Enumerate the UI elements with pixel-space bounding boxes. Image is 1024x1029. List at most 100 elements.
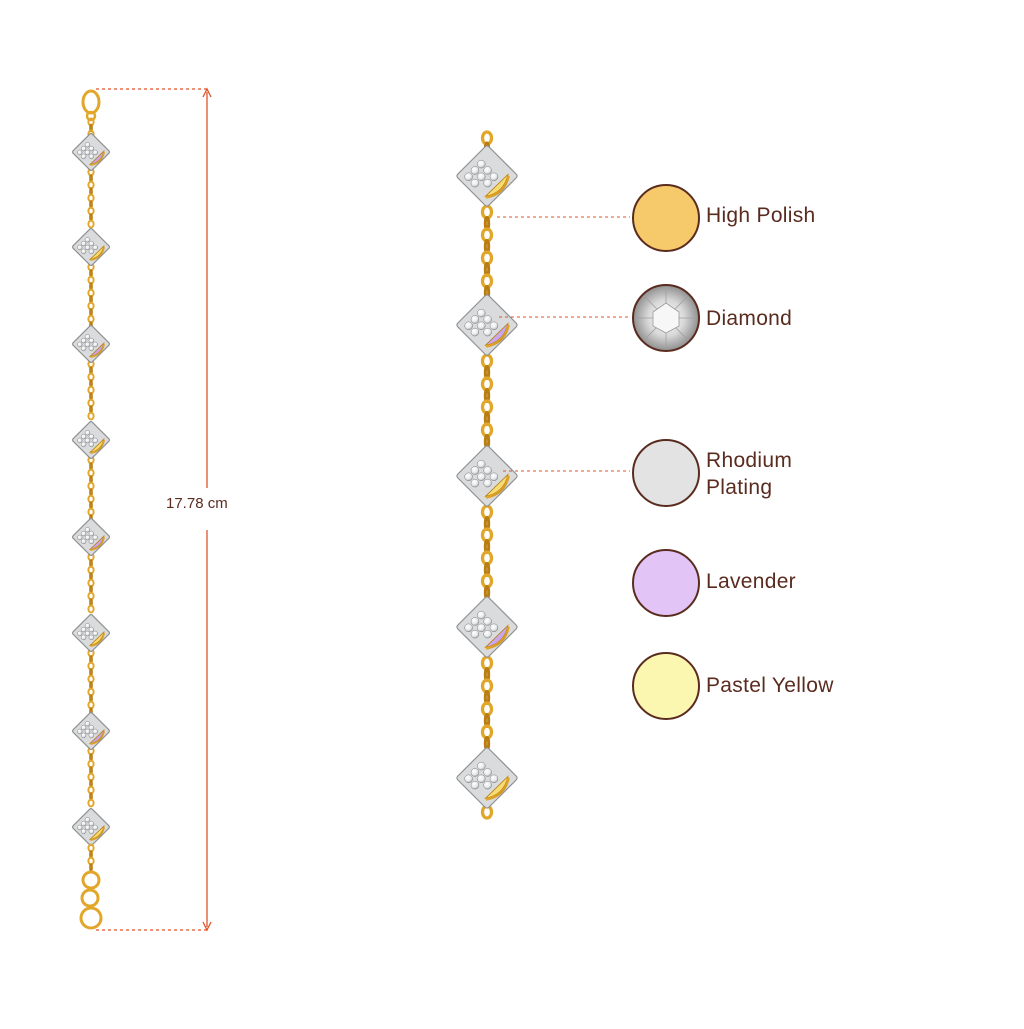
diamond-stone [470, 178, 480, 188]
diamond-stone [483, 466, 492, 475]
diamond-stone [464, 472, 473, 482]
gold-edge [90, 730, 105, 745]
diamond-stone [483, 315, 492, 324]
diamond-stone [470, 478, 480, 488]
chain-segment [87, 359, 95, 421]
dimension-arrow-top [202, 87, 212, 98]
diamond-stone [489, 472, 499, 482]
diamond-stone [483, 166, 492, 175]
diamond-stone [80, 820, 87, 827]
gold-edge [90, 536, 105, 551]
swatch-pastel-yellow [632, 652, 700, 720]
diamond-stone [489, 623, 499, 633]
diamond-stone [77, 244, 83, 251]
diamond-stone [92, 341, 98, 348]
diamond-stone [477, 623, 486, 633]
diamond-stone [483, 327, 492, 337]
gold-edge [90, 343, 105, 358]
diamond-stone [92, 630, 98, 637]
jump-ring [85, 110, 97, 122]
legend-swatches [632, 184, 700, 720]
diamond-stone [84, 149, 91, 156]
chain-link [87, 798, 95, 808]
diamond-stone [470, 617, 480, 626]
diamond-stone [84, 630, 91, 637]
diamond-stone [88, 538, 95, 545]
diamond-stone [77, 437, 83, 444]
motif [456, 596, 518, 658]
motif [71, 420, 111, 460]
diamond-stone [88, 153, 95, 160]
zoomed-chain [456, 130, 518, 820]
diamond-stone [77, 824, 83, 831]
diamond-stone [88, 433, 95, 440]
diamond-stone [80, 433, 87, 440]
diamond-stone [80, 538, 87, 545]
chain-segment [87, 167, 95, 229]
motif [456, 747, 518, 809]
diamond-stone [88, 732, 95, 739]
bracelet-chain [71, 89, 111, 930]
diamond-stone [477, 472, 486, 482]
diamond-stone [477, 159, 486, 169]
chain-segment [87, 552, 95, 614]
diamond-stone [84, 430, 91, 436]
diamond-stone [88, 248, 95, 255]
diamond-stone [477, 774, 486, 784]
motif [71, 711, 111, 751]
diamond-stone [88, 530, 95, 537]
diamond-stone [84, 437, 91, 444]
diamond-stone [88, 820, 95, 827]
chain-segment [480, 204, 494, 300]
chain-link [89, 123, 93, 133]
diamond-stone [80, 732, 87, 739]
diamond-stone [84, 244, 91, 251]
motif [456, 294, 518, 356]
chain-segment [87, 648, 95, 716]
chain-link [87, 604, 95, 614]
diamond-stone [470, 466, 480, 475]
diamond-stone [77, 534, 83, 541]
diamond-stone [80, 145, 87, 152]
swatch-high-polish [632, 184, 700, 252]
motif [71, 324, 111, 364]
chain-link [87, 411, 95, 421]
diamond-stone [483, 629, 492, 639]
leader-lines [497, 216, 630, 472]
diamond-stone [477, 761, 486, 771]
diamond-stone [483, 617, 492, 626]
diamond-stone [489, 172, 499, 182]
diamond-stone [92, 149, 98, 156]
diamond-stone [92, 437, 98, 444]
diamond-stone [80, 626, 87, 633]
diamond-stone [80, 724, 87, 731]
diamond-stone [88, 240, 95, 247]
diamond-stone [84, 728, 91, 735]
diamond-stone [77, 630, 83, 637]
length-measurement-label: 17.78 cm [166, 495, 228, 512]
diamond-stone [92, 728, 98, 735]
gold-edge [485, 776, 510, 801]
lobster-clasp [81, 89, 101, 115]
chain-segment [480, 655, 494, 751]
diamond-stone [84, 237, 91, 243]
diamond-stone [92, 824, 98, 831]
diamond-stone [88, 345, 95, 352]
chain-segment [87, 262, 95, 330]
legend-label-lavender: Lavender [706, 570, 796, 593]
diamond-stone [92, 534, 98, 541]
gold-edge [90, 826, 105, 841]
diamond-stone [464, 321, 473, 331]
swatch-rhodium [632, 439, 700, 507]
gold-edge [90, 632, 105, 647]
motif [71, 517, 111, 557]
legend-label-diamond: Diamond [706, 307, 793, 330]
legend-label-pastel-yellow: Pastel Yellow [706, 674, 834, 697]
diamond-facets [635, 287, 697, 349]
diamond-stone [489, 774, 499, 784]
motif [71, 132, 111, 172]
extension-ring [80, 888, 100, 908]
diamond-stone [477, 308, 486, 318]
diamond-stone [84, 817, 91, 823]
diamond-stone [489, 321, 499, 331]
